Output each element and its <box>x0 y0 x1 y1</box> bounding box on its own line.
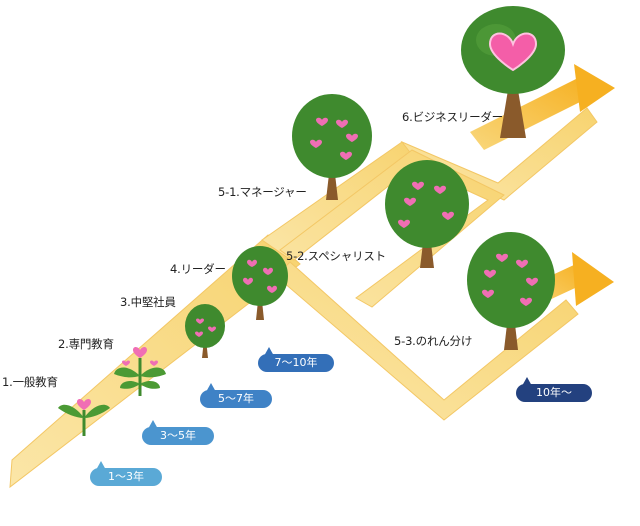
path-lower-arrowhead <box>572 252 614 306</box>
stage-label-leader: 4.リーダー <box>170 262 226 276</box>
year-badge-1-3: 1〜3年 <box>90 461 162 486</box>
stage-label-business-leader: 6.ビジネスリーダー <box>402 110 503 124</box>
badge-tail <box>206 383 216 392</box>
sprout-stage-1 <box>58 399 110 436</box>
tree-stage-3 <box>185 304 225 358</box>
year-badge-3-5: 3〜5年 <box>142 420 214 445</box>
stage-label-manager: 5-1.マネージャー <box>218 185 307 199</box>
path-top-arrowhead <box>574 64 615 112</box>
badge-tail <box>148 420 158 429</box>
badge-tail <box>96 461 106 470</box>
year-badge-label: 1〜3年 <box>108 470 144 483</box>
stage-label-general: 1.一般教育 <box>2 375 58 389</box>
year-badge-label: 10年〜 <box>536 386 572 399</box>
tree-business-leader <box>461 6 565 138</box>
tree-specialist <box>385 160 469 268</box>
tree-manager <box>292 94 372 200</box>
sprout-stage-2 <box>114 347 166 396</box>
tree-noren <box>467 232 555 350</box>
year-badge-7-10: 7〜10年 <box>258 347 334 372</box>
year-badge-label: 3〜5年 <box>160 429 196 442</box>
year-badge-label: 7〜10年 <box>274 356 318 369</box>
year-badge-label: 5〜7年 <box>218 392 254 405</box>
stage-label-mid-career: 3.中堅社員 <box>120 295 176 309</box>
year-badge-10-plus: 10年〜 <box>516 377 592 402</box>
badge-tail <box>264 347 274 356</box>
stage-label-noren: 5-3.のれん分け <box>394 334 473 348</box>
tree-stage-4 <box>232 246 288 320</box>
stage-label-specialist: 5-2.スペシャリスト <box>286 249 386 263</box>
big-heart-icon <box>488 32 538 72</box>
badge-tail <box>522 377 532 386</box>
stage-label-professional: 2.専門教育 <box>58 337 114 351</box>
year-badge-5-7: 5〜7年 <box>200 383 272 408</box>
path-top-arrow-shaft <box>470 77 592 150</box>
